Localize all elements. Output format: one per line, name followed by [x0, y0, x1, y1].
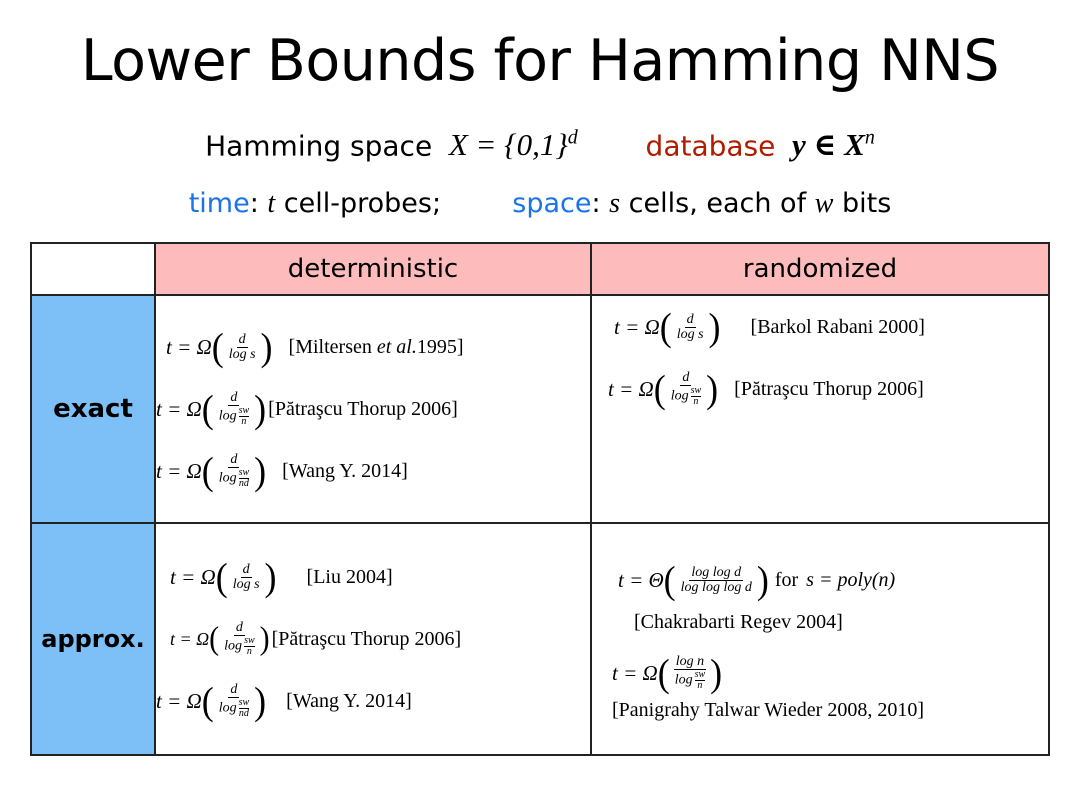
model-line: time: t cell-probes; space: s cells, eac… [188, 188, 892, 219]
database-formula: y ∈ Xn [792, 127, 875, 163]
row-header-approx: approx. [30, 522, 156, 756]
time-label: time [188, 188, 250, 219]
space-text-b: bits [841, 188, 892, 219]
condition-for: for [774, 568, 799, 591]
space-label: space [512, 188, 592, 219]
space-var: s [609, 188, 621, 219]
hamming-space-label: Hamming space [205, 129, 433, 163]
time-var: t [267, 188, 276, 219]
slide-title: Lower Bounds for Hamming NNS [80, 28, 1000, 94]
space-var-w: w [814, 188, 834, 219]
citation: [Panigrahy Talwar Wieder 2008, 2010] [612, 699, 924, 721]
citation: [Pătraşcu Thorup 2006] [271, 627, 462, 650]
database-label: database [645, 129, 776, 163]
condition: s = poly(n) [806, 568, 896, 591]
col-header-randomized: randomized [590, 242, 1050, 296]
citation: [Wang Y. 2014] [286, 689, 412, 712]
citation: [Pătraşcu Thorup 2006] [734, 377, 924, 400]
hamming-space-formula: X = {0,1}d [448, 127, 578, 163]
citation: [Chakrabarti Regev 2004] [634, 611, 843, 633]
citation: [Pătraşcu Thorup 2006] [268, 397, 458, 420]
setting-line: Hamming space X = {0,1}d database y ∈ Xn [0, 127, 1080, 163]
row-header-exact: exact [30, 294, 156, 524]
time-text: cell-probes; [283, 188, 442, 219]
space-text-a: cells, each of [628, 188, 807, 219]
citation: [Barkol Rabani 2000] [750, 315, 925, 338]
table-corner [30, 242, 156, 296]
col-header-deterministic: deterministic [154, 242, 592, 296]
citation: [Wang Y. 2014] [282, 459, 408, 482]
citation: [Liu 2004] [306, 565, 393, 588]
citation: [Miltersen et al.1995] [288, 335, 464, 358]
